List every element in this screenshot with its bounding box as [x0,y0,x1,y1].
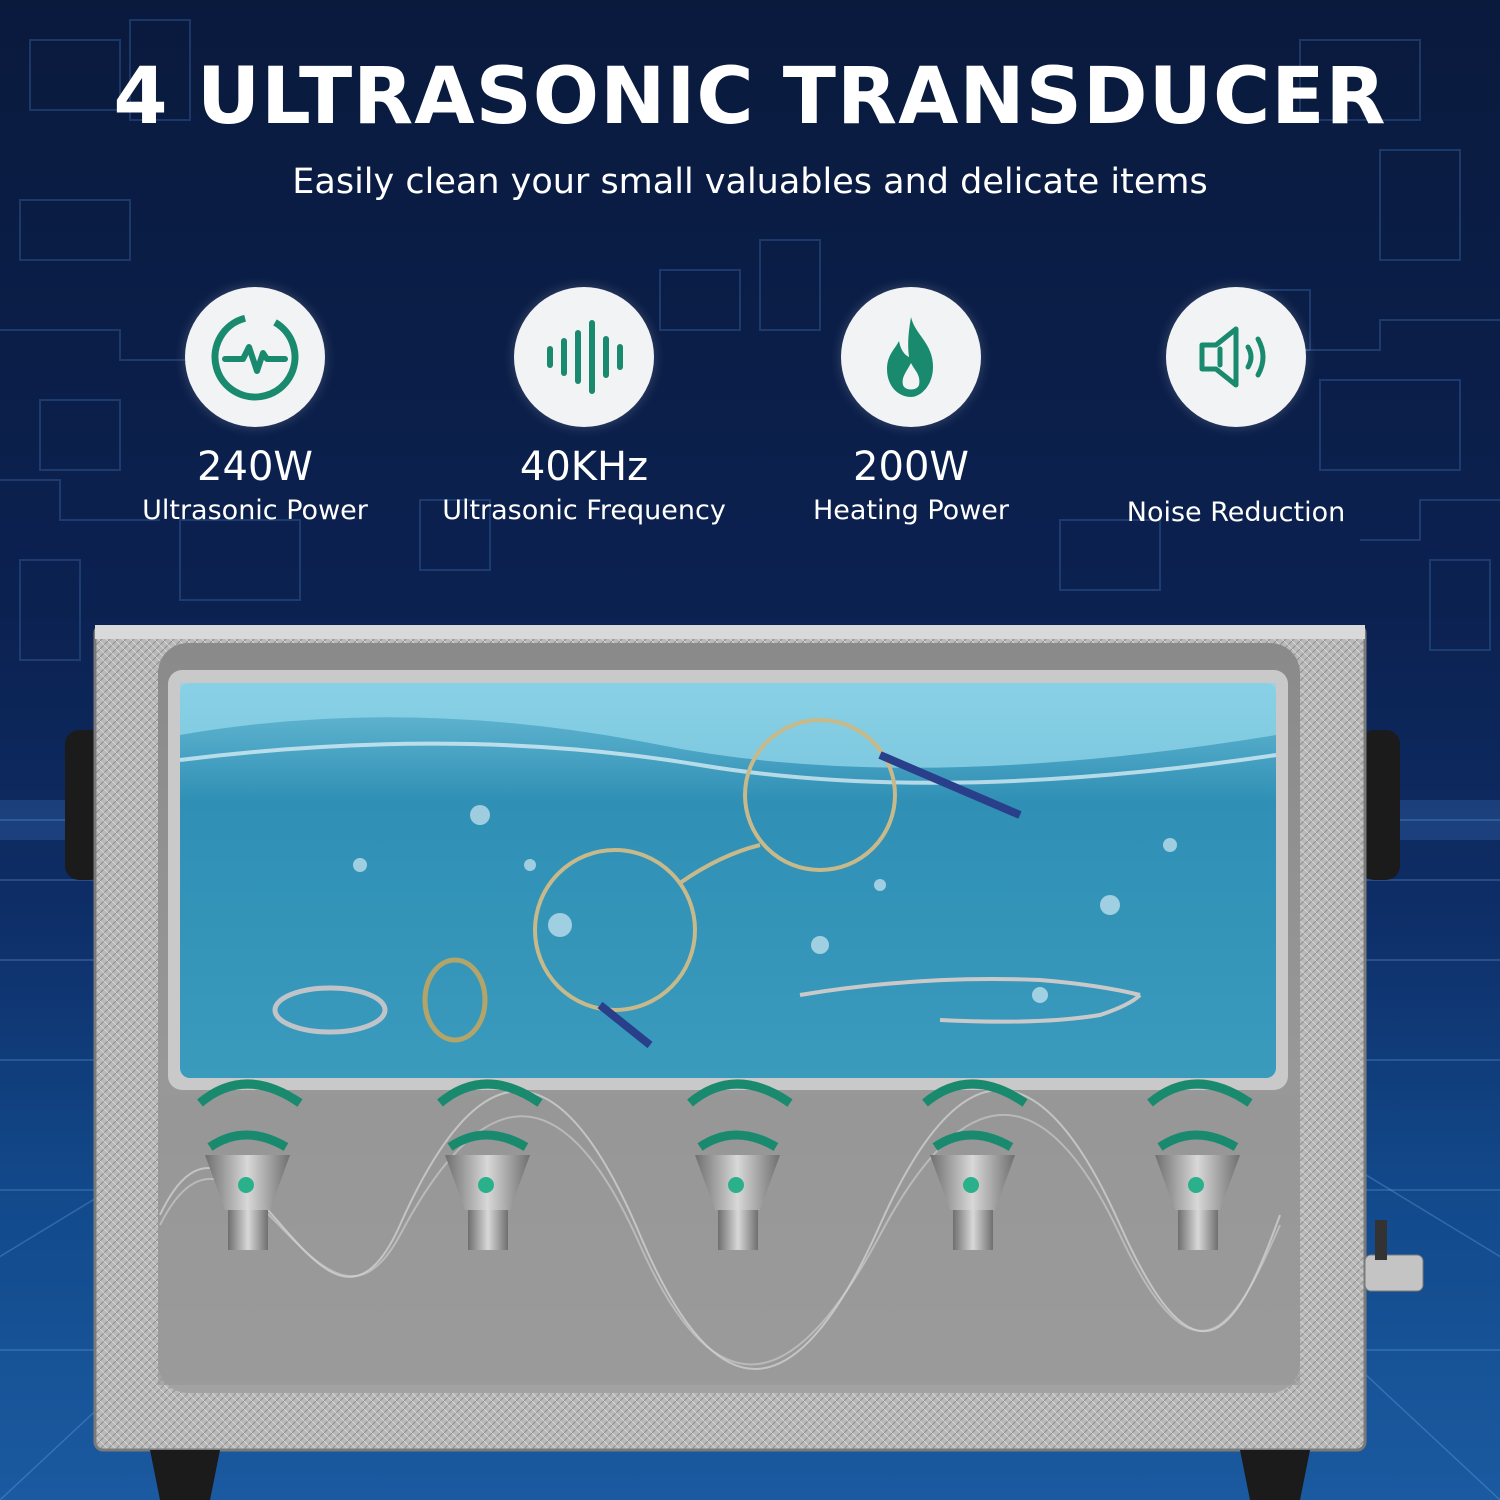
feature-heating-power: 200W Heating Power [751,287,1071,527]
feature-icon-circle [185,287,325,427]
feature-value: 40KHz [519,444,649,490]
speaker-icon [1199,326,1266,388]
feature-value: 200W [853,444,969,490]
flame-icon [887,317,933,397]
pulse-icon [211,313,299,401]
feature-noise-reduction: Noise Reduction [1076,287,1396,529]
feature-label: Noise Reduction [1126,497,1346,528]
feature-label: Ultrasonic Frequency [442,495,726,526]
feature-icon-circle [841,287,981,427]
feature-label: Heating Power [812,495,1009,526]
feature-value: 240W [197,444,313,490]
feature-ultrasonic-power: 240W Ultrasonic Power [95,287,415,527]
ultrasonic-cleaner-image [65,625,1424,1500]
feature-ultrasonic-frequency: 40KHz Ultrasonic Frequency [424,287,744,527]
sound-wave-icon [547,320,623,394]
feature-icon-circle [1166,287,1306,427]
feature-label: Ultrasonic Power [142,495,368,526]
feature-icon-circle [514,287,654,427]
page-title: 4 ULTRASONIC TRANSDUCER [113,52,1387,142]
page-subtitle: Easily clean your small valuables and de… [292,162,1208,202]
